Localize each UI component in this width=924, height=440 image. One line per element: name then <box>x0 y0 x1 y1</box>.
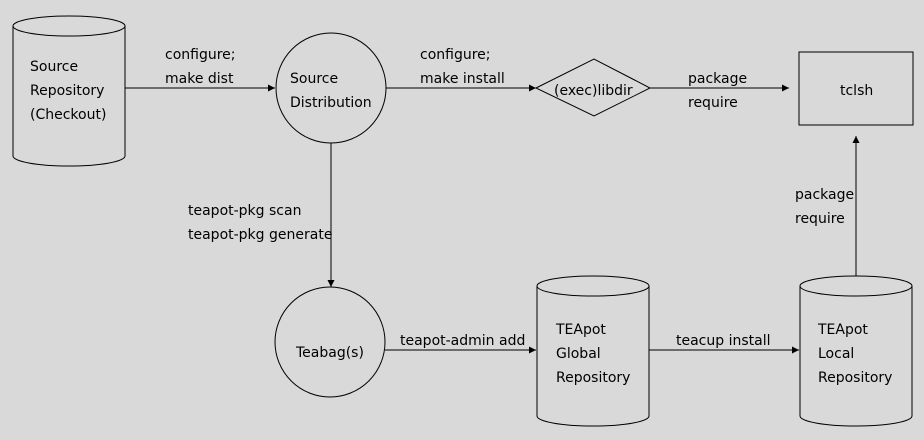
node-label: Source <box>30 59 78 75</box>
edge-libdir-to-tclsh: package require <box>650 71 789 111</box>
edge-repo-to-dist: configure; make dist <box>125 47 275 92</box>
node-label: Repository <box>30 83 104 99</box>
edge-label: teapot-pkg generate <box>188 227 332 243</box>
edge-dist-to-teabags: teapot-pkg scan teapot-pkg generate <box>188 143 335 287</box>
edge-label: make dist <box>165 71 234 87</box>
node-label: Local <box>818 346 854 362</box>
edge-label: require <box>795 211 845 227</box>
node-label: tclsh <box>840 83 873 99</box>
teapot-global-repository-node: TEApot Global Repository <box>536 275 650 427</box>
node-label: (Checkout) <box>30 107 106 123</box>
edge-label: configure; <box>420 47 491 63</box>
node-label: Repository <box>556 370 630 386</box>
node-label: Teabag(s) <box>295 345 364 361</box>
edge-label: package <box>795 187 854 203</box>
node-label: (exec)libdir <box>554 83 633 99</box>
edge-local-to-tclsh: package require <box>795 136 860 276</box>
edge-label: require <box>688 95 738 111</box>
source-repository-node: Source Repository (Checkout) <box>12 15 126 167</box>
tclsh-node: tclsh <box>798 51 914 126</box>
teapot-local-repository-node: TEApot Local Repository <box>799 275 913 427</box>
node-label: Repository <box>818 370 892 386</box>
cylinder-icon <box>799 286 913 427</box>
edge-label: teapot-admin add <box>400 333 525 349</box>
teabags-node: Teabag(s) <box>274 286 386 398</box>
edge-teabags-to-global: teapot-admin add <box>385 333 536 354</box>
edge-global-to-local: teacup install <box>649 333 799 354</box>
node-label: Distribution <box>290 95 372 111</box>
cylinder-icon <box>536 286 650 427</box>
node-label: TEApot <box>817 322 868 338</box>
edge-label: configure; <box>165 47 236 63</box>
rect-node-shape <box>798 51 914 126</box>
cylinder-top <box>799 275 913 297</box>
exec-libdir-node: (exec)libdir <box>534 58 652 117</box>
cylinder-top <box>536 275 650 297</box>
edge-label: package <box>688 71 747 87</box>
source-distribution-node: Source Distribution <box>275 32 387 144</box>
edge-label: teapot-pkg scan <box>188 203 301 219</box>
node-label: Source <box>290 71 338 87</box>
node-label: Global <box>556 346 601 362</box>
circle-node-shape <box>275 32 387 144</box>
edge-dist-to-libdir: configure; make install <box>386 47 536 92</box>
node-label: TEApot <box>555 322 606 338</box>
edge-label: teacup install <box>676 333 771 349</box>
circle-node-shape <box>274 286 386 398</box>
cylinder-icon <box>12 26 126 167</box>
cylinder-top <box>12 15 126 37</box>
edge-label: make install <box>420 71 505 87</box>
